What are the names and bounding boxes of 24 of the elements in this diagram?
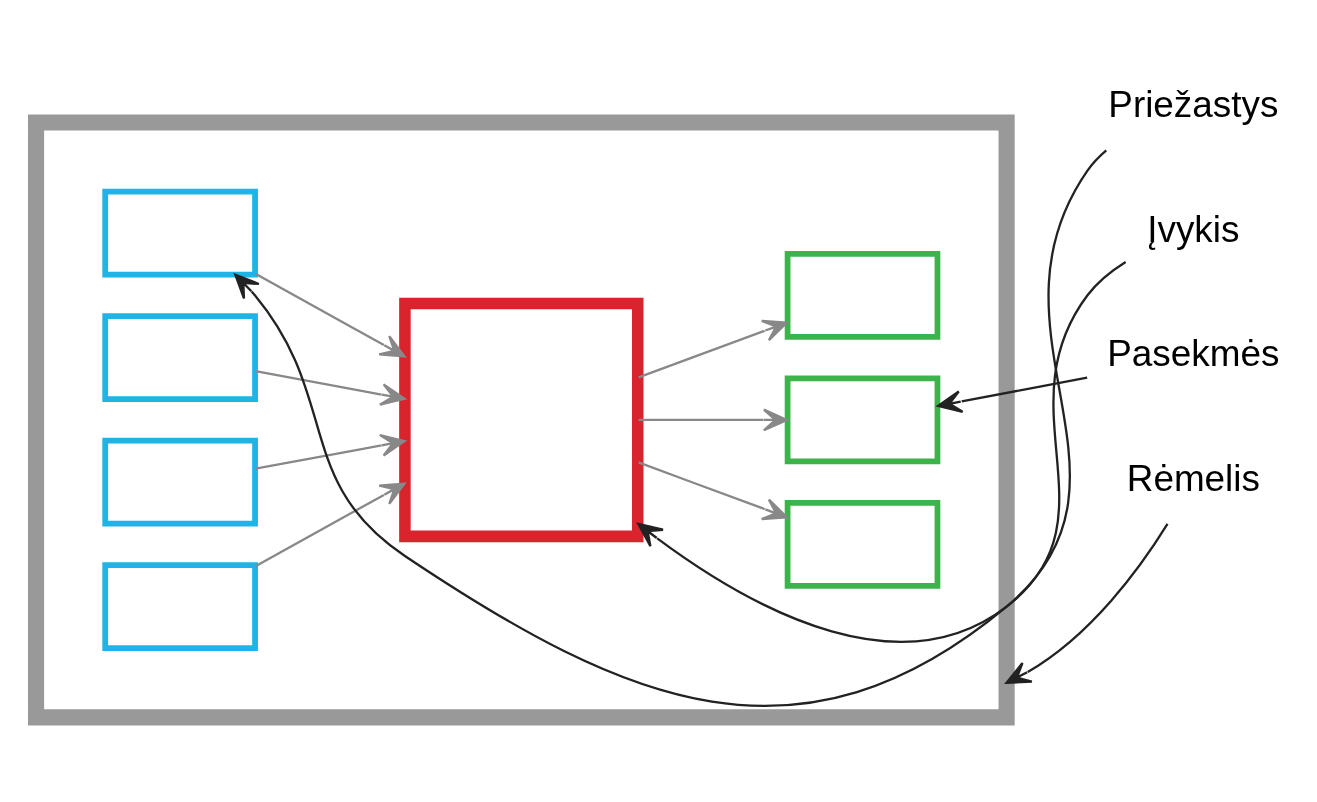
cluster [27, 113, 1015, 725]
arrow [638, 319, 789, 379]
node-box [102, 561, 258, 651]
node-box [784, 375, 941, 464]
node-text: Priežastys [1108, 83, 1279, 125]
node-box [102, 188, 258, 278]
arrow [637, 260, 1127, 643]
node-text: Pasekmės [1107, 332, 1280, 374]
arrow [638, 407, 789, 431]
arrow [1005, 522, 1169, 684]
node-box [102, 312, 258, 402]
node-text: Rėmelis [1126, 457, 1260, 499]
node-text: Įvykis [1147, 208, 1240, 250]
node-box [784, 499, 941, 589]
node-box [784, 250, 941, 340]
arrow [638, 460, 789, 520]
arrow [255, 369, 406, 406]
arrow [936, 375, 1088, 413]
arrow [254, 481, 406, 567]
arrow [255, 433, 406, 470]
node-box [399, 297, 644, 542]
arrow [254, 272, 406, 357]
node-box [102, 437, 258, 527]
arrow [234, 149, 1108, 707]
